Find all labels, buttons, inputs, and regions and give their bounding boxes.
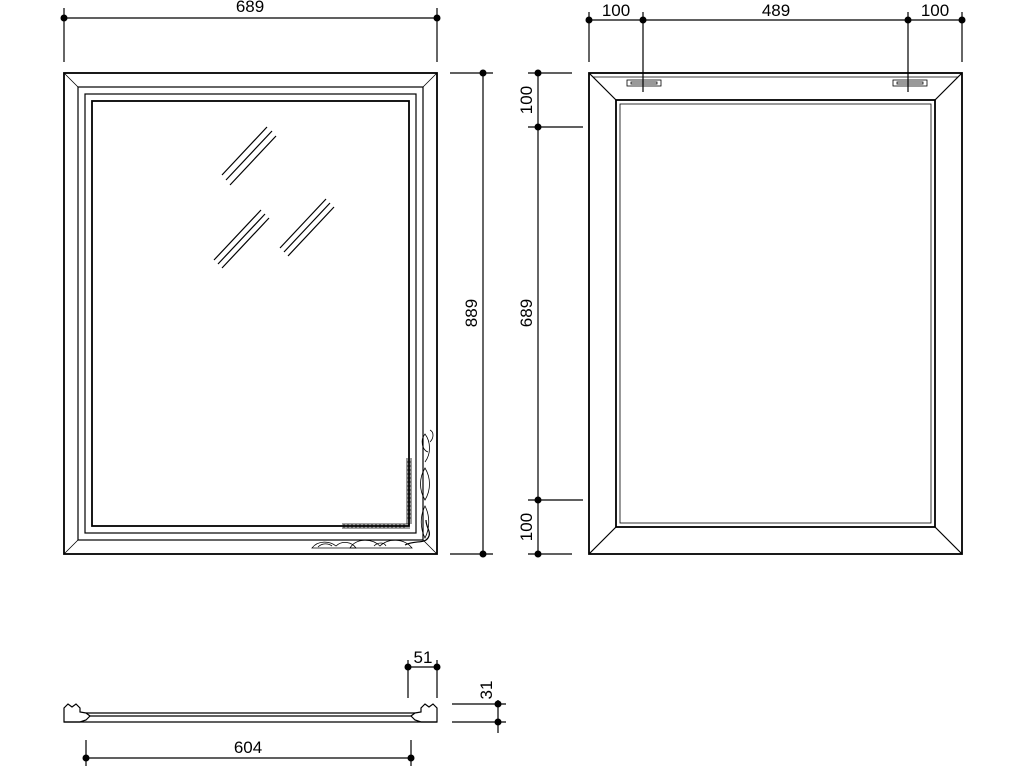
- front-height-label: 889: [462, 299, 481, 327]
- back-outer-frame: [588, 72, 963, 555]
- profile-right: [410, 703, 438, 723]
- back-right-margin-label: 100: [921, 1, 949, 20]
- profile-view: 51 31 604: [63, 648, 506, 766]
- corner-ornament: [311, 429, 434, 549]
- back-inner-opening: [615, 99, 936, 528]
- profile-height-label: 31: [477, 681, 496, 700]
- hanger-bracket-right: [892, 79, 928, 87]
- front-frame-step-2: [84, 93, 417, 534]
- back-inner-height-label: 689: [517, 299, 536, 327]
- glass-reflection-marks: [213, 126, 335, 269]
- back-height-dimensions: 100 689 100: [517, 69, 583, 558]
- front-frame-step-1: [77, 86, 424, 541]
- profile-height-dimension: 31: [452, 681, 506, 733]
- profile-left: [63, 703, 91, 723]
- profile-width-label: 51: [414, 648, 433, 667]
- back-inner-width-label: 489: [762, 1, 790, 20]
- front-height-dimension: 889: [450, 69, 493, 558]
- front-width-dimension: 689: [60, 0, 441, 62]
- profile-overall-dimension: 604: [82, 738, 415, 766]
- hanger-bracket-left: [626, 79, 662, 87]
- front-view: 689 889: [60, 0, 493, 558]
- profile-overall-label: 604: [234, 738, 262, 757]
- front-width-label: 689: [236, 0, 264, 16]
- profile-width-dimension: 51: [404, 648, 441, 698]
- front-glass: [91, 100, 410, 527]
- back-left-margin-label: 100: [602, 1, 630, 20]
- back-width-dimensions: 100 489 100: [585, 1, 966, 92]
- back-view: 100 489 100 100 689 100: [517, 1, 966, 558]
- back-top-margin-label: 100: [517, 86, 536, 114]
- back-bottom-margin-label: 100: [517, 513, 536, 541]
- front-outer-frame: [63, 72, 438, 555]
